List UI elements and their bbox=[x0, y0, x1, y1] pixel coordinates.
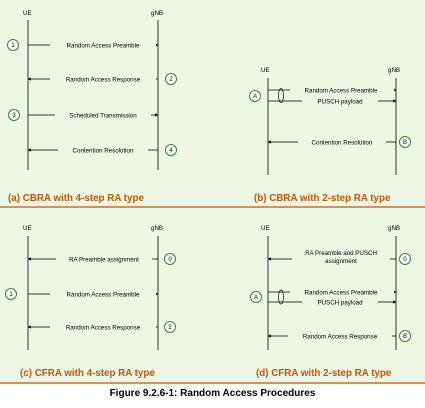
panel-d-msg-3-label: PUSCH payload bbox=[317, 300, 363, 307]
panel-c-caption: (c) CFRA with 4-step RA type bbox=[20, 368, 155, 379]
panel-d-step-b-circle bbox=[399, 330, 411, 342]
panel-b-gnb-label: gNB bbox=[388, 67, 400, 74]
panel-c: UE gNB RA Preamble assignment Random Acc… bbox=[5, 225, 176, 379]
panel-a-step-3-circle bbox=[8, 109, 20, 121]
panel-b-msg-a-bracket bbox=[278, 88, 284, 103]
panel-a-msg-1-label: Random Access Preamble bbox=[67, 43, 140, 50]
panel-d-step-a-label: A bbox=[254, 295, 258, 301]
panel-a-step-4-circle bbox=[165, 144, 177, 156]
panel-a: UE gNB Random Access Preamble Random Acc… bbox=[7, 10, 177, 204]
panel-c-step-0-circle bbox=[164, 253, 176, 265]
panel-b: UE gNB Random Access Preamble PUSCH payl… bbox=[249, 67, 411, 204]
panel-a-ue-label: UE bbox=[23, 10, 32, 17]
panel-a-caption: (a) CBRA with 4-step RA type bbox=[8, 193, 144, 204]
panel-a-msg-2-label: Random Access Response bbox=[66, 77, 141, 84]
panel-c-step-1-number: 1 bbox=[9, 292, 13, 298]
panel-c-step-2-circle bbox=[164, 321, 176, 333]
panel-d-step-a-circle bbox=[250, 291, 262, 303]
panel-c-msg-2-label: Random Access Preamble bbox=[67, 292, 140, 299]
panel-a-msg-4-label: Contention Resolution bbox=[73, 148, 134, 155]
panel-c-step-0-number: 0 bbox=[168, 257, 172, 263]
panel-b-msg-1-label: Random Access Preamble bbox=[305, 88, 378, 95]
panel-d-msg-4-label: Random Access Response bbox=[303, 334, 378, 341]
panel-c-msg-3-label: Random Access Response bbox=[66, 325, 141, 332]
panel-d: UE gNB RA Preamble and PUSCH assignment … bbox=[250, 225, 411, 379]
panel-d-ue-label: UE bbox=[261, 225, 270, 232]
panel-d-gnb-label: gNB bbox=[388, 225, 400, 232]
panel-c-msg-1-label: RA Preamble assignment bbox=[69, 257, 139, 264]
panel-a-msg-3-label: Scheduled Transmission bbox=[69, 113, 137, 120]
panel-c-step-1-circle bbox=[5, 288, 17, 300]
panel-d-step-0-circle bbox=[399, 253, 411, 265]
sequence-diagrams: UE gNB Random Access Preamble Random Acc… bbox=[0, 10, 425, 384]
panel-c-step-2-number: 2 bbox=[168, 325, 172, 331]
panels-background bbox=[0, 0, 425, 385]
panel-d-msg-2-label: Random Access Preamble bbox=[305, 290, 378, 297]
panel-c-ue-label: UE bbox=[23, 225, 32, 232]
panel-b-caption: (b) CBRA with 2-step RA type bbox=[254, 193, 391, 204]
panel-b-step-a-label: A bbox=[253, 94, 257, 100]
panel-a-step-1-number: 1 bbox=[11, 43, 15, 49]
panel-d-caption: (d) CFRA with 2-step RA type bbox=[256, 368, 392, 379]
panel-b-step-b-circle bbox=[399, 136, 411, 148]
panel-a-step-4-number: 4 bbox=[169, 148, 173, 154]
panel-a-step-2-number: 2 bbox=[169, 77, 173, 83]
panel-d-msg-1-label-line2: assignment bbox=[325, 258, 357, 265]
panel-a-gnb-label: gNB bbox=[151, 10, 163, 17]
panel-d-step-b-label: B bbox=[403, 334, 407, 340]
panel-b-msg-2-label: PUSCH payload bbox=[317, 99, 363, 106]
panel-d-step-0-label: 0 bbox=[403, 257, 407, 263]
figure-caption: Figure 9.2.6-1: Random Access Procedures bbox=[109, 388, 316, 399]
panel-b-step-a-circle bbox=[249, 90, 261, 102]
panel-c-gnb-label: gNB bbox=[151, 225, 163, 232]
panel-a-step-2-circle bbox=[165, 73, 177, 85]
panel-b-step-b-label: B bbox=[403, 140, 407, 146]
panel-d-msg-1-label: RA Preamble and PUSCH bbox=[305, 250, 377, 257]
panel-a-step-1-circle bbox=[7, 39, 19, 51]
panel-b-ue-label: UE bbox=[261, 67, 270, 74]
panel-b-msg-3-label: Contention Resolution bbox=[312, 140, 373, 147]
panel-a-step-3-number: 3 bbox=[12, 113, 16, 119]
panel-d-msg-a-bracket bbox=[278, 289, 284, 305]
